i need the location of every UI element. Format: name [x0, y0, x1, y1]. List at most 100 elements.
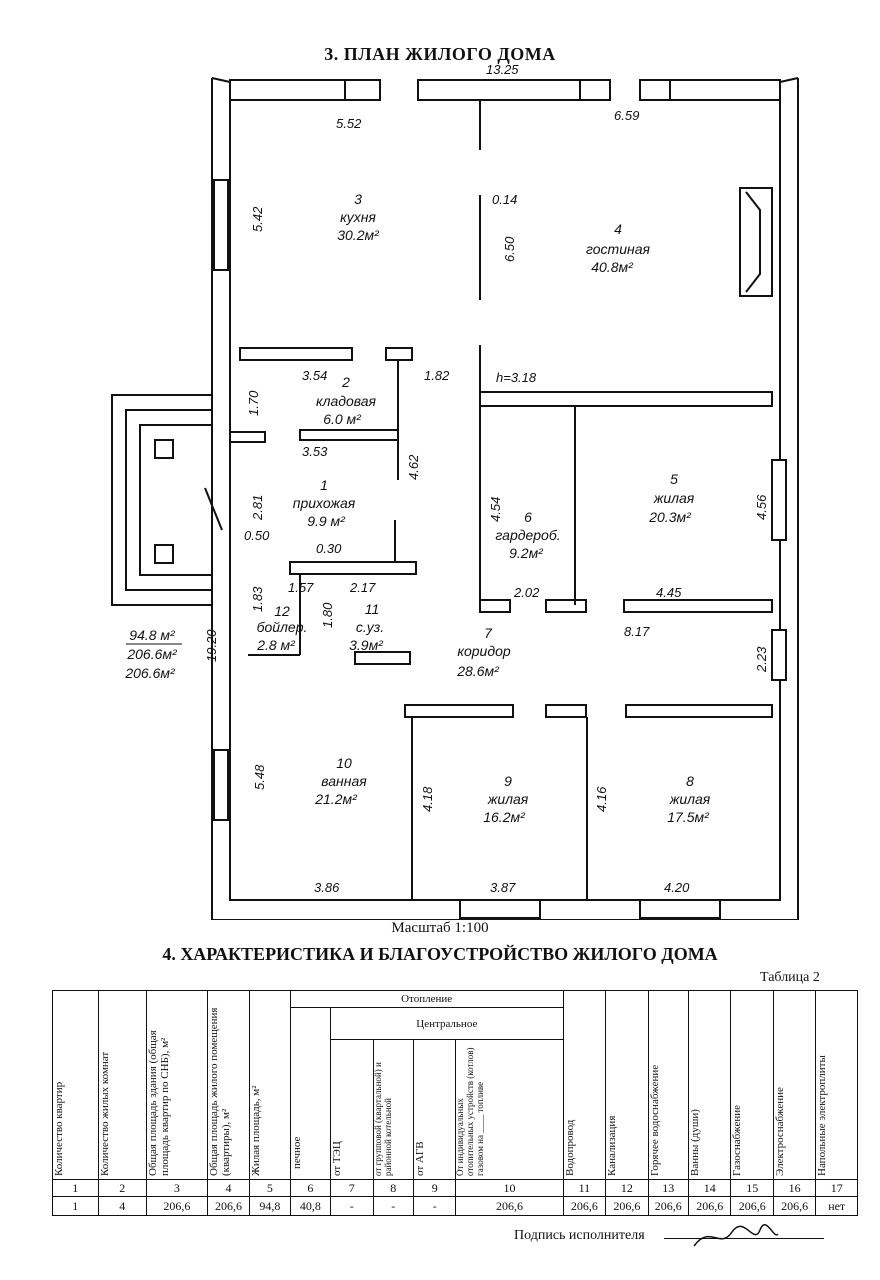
room-number: 11	[365, 601, 380, 617]
room-name: кладовая	[316, 393, 377, 409]
room-labels: 3 кухня 30.2м² 4 гостиная 40.8м² 2 кладо…	[256, 191, 711, 825]
room-area: 2.8 м²	[256, 637, 296, 653]
signature-label: Подпись исполнителя	[514, 1228, 645, 1243]
dim: 5.48	[252, 764, 267, 790]
col-header: Количество квартир	[53, 1081, 65, 1176]
col-header: Горячее водоснабжение	[648, 1064, 661, 1176]
col-header: Жилая площадь, м²	[250, 1085, 263, 1176]
dim: 2.02	[513, 585, 540, 600]
dim: 19.20	[204, 629, 219, 662]
col-header: от ТЭЦ	[331, 1140, 344, 1176]
dim: 3.86	[314, 880, 340, 895]
signature-line	[664, 1238, 824, 1239]
room-area: 30.2м²	[337, 227, 380, 243]
dim: 4.16	[594, 786, 609, 812]
dim: 2.81	[250, 495, 265, 521]
room-area: 9.9 м²	[307, 513, 346, 529]
dim: 3.53	[302, 444, 328, 459]
room-number: 1	[320, 477, 328, 493]
dim: 5.42	[250, 206, 265, 232]
dim: 1.83	[250, 586, 265, 612]
dim: 0.30	[316, 541, 342, 556]
room-area: 40.8м²	[591, 259, 634, 275]
dim: 3.87	[490, 880, 516, 895]
room-name: жилая	[487, 791, 529, 807]
dim: 1.57	[288, 580, 314, 595]
col-header: Ванны (души)	[688, 1109, 701, 1176]
dim: 2.17	[349, 580, 376, 595]
col-header: Общая площадь здания (общая площадь квар…	[147, 1030, 172, 1176]
col-header: Газоснабжение	[731, 1105, 744, 1176]
signature-mark	[693, 1223, 779, 1247]
room-number: 7	[484, 625, 493, 641]
room-area: 28.6м²	[456, 663, 500, 679]
dim: 3.54	[302, 368, 327, 383]
room-area: 16.2м²	[483, 809, 526, 825]
room-area: 21.2м²	[314, 791, 358, 807]
col-header: от АГВ	[413, 1140, 426, 1176]
room-area: 3.9м²	[349, 637, 384, 653]
outer-wall-outer	[211, 78, 799, 920]
room-name: коридор	[457, 643, 510, 659]
col-header: Количество жилых комнат	[98, 1051, 111, 1176]
dim: h=3.18	[496, 370, 537, 385]
col-header: печное	[290, 1136, 303, 1169]
dim: 5.52	[336, 116, 362, 131]
total-living-area: 94.8 м²	[129, 627, 176, 643]
dim: 6.59	[614, 108, 639, 123]
room-name: гардероб.	[495, 527, 560, 543]
room-number: 6	[524, 509, 532, 525]
scale-label: Масштаб 1:100	[391, 920, 489, 936]
dim: 4.18	[420, 786, 435, 812]
table-label: Таблица 2	[760, 970, 820, 985]
room-name: жилая	[669, 791, 711, 807]
room-name: с.уз.	[356, 619, 384, 635]
total-area: 206.6м²	[126, 646, 178, 662]
room-name: ванная	[321, 773, 367, 789]
spec-table: Количество квартир Количество жилых комн…	[52, 990, 858, 1216]
room-name: бойлер.	[257, 619, 308, 635]
dim: 1.82	[424, 368, 450, 383]
col-header: Общая площадь жилого помещения (квартиры…	[207, 1007, 232, 1176]
col-header: от групповой (квартальной) и районной ко…	[372, 1061, 393, 1176]
room-name: прихожая	[293, 495, 356, 511]
room-name: кухня	[340, 209, 376, 225]
col-header: От индивидуальных отопительных устройств…	[455, 1047, 486, 1176]
room-number: 9	[504, 773, 512, 789]
col-header: Канализация	[606, 1115, 619, 1176]
dim-top: 13.25	[486, 62, 519, 77]
room-area: 20.3м²	[648, 509, 692, 525]
dim: 4.45	[656, 585, 682, 600]
room-name: жилая	[653, 490, 695, 506]
central-header: Центральное	[330, 1007, 564, 1040]
dim: 4.56	[754, 494, 769, 520]
dim: 1.80	[320, 602, 335, 628]
dim: 0.50	[244, 528, 270, 543]
room-number: 3	[354, 191, 362, 207]
plan-title: 3. ПЛАН ЖИЛОГО ДОМА	[324, 44, 556, 64]
col-header: Электроснабжение	[773, 1087, 786, 1176]
room-area: 9.2м²	[509, 545, 544, 561]
col-header: Водопровод	[563, 1119, 576, 1176]
heating-header: Отопление	[289, 990, 564, 1008]
col-header: Напольные электроплиты	[816, 1055, 829, 1176]
dim: 1.70	[246, 390, 261, 416]
room-area: 6.0 м²	[323, 411, 362, 427]
dim: 4.20	[664, 880, 690, 895]
room-number: 12	[274, 603, 290, 619]
room-name: гостиная	[586, 241, 650, 257]
room-number: 2	[341, 374, 350, 390]
dim: 0.14	[492, 192, 517, 207]
room-number: 8	[686, 773, 694, 789]
room-area: 17.5м²	[667, 809, 710, 825]
room-number: 5	[670, 471, 678, 487]
dim: 4.54	[488, 497, 503, 522]
total-area: 206.6м²	[124, 665, 176, 681]
room-number: 4	[614, 221, 622, 237]
dim: 8.17	[624, 624, 650, 639]
floor-plan: 13.25 5.52 6.59 5.42 0.14 6.50 3.54 1.82…	[111, 62, 799, 920]
dim: 6.50	[502, 236, 517, 262]
area-totals: 94.8 м² 206.6м² 206.6м²	[124, 627, 182, 681]
